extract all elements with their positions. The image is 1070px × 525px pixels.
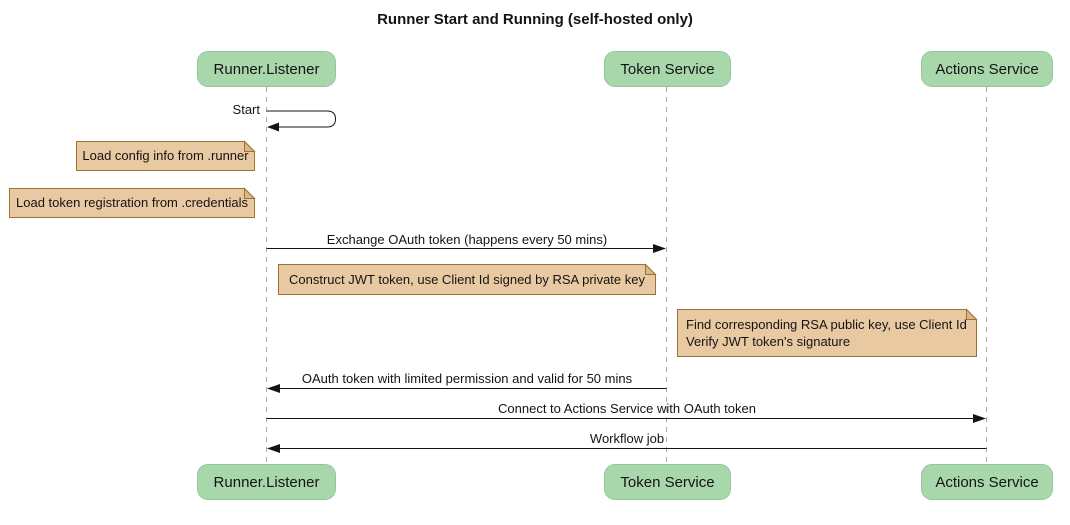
message-arrow-exchange-oauth <box>266 244 666 253</box>
participant-actions-service-bottom: Actions Service <box>921 464 1053 500</box>
note-construct-jwt: Construct JWT token, use Client Id signe… <box>289 272 645 287</box>
message-label-exchange-oauth: Exchange OAuth token (happens every 50 m… <box>326 232 608 247</box>
note-construct-jwt-shape <box>278 263 657 295</box>
participant-token-service-bottom: Token Service <box>604 464 731 500</box>
participant-actions-service-top: Actions Service <box>921 51 1053 87</box>
message-label-start: Start <box>232 102 260 117</box>
message-arrow-start-self <box>266 110 337 132</box>
note-verify-jwt-line-1: Find corresponding RSA public key, use C… <box>686 317 967 332</box>
participant-runner-listener-bottom: Runner.Listener <box>197 464 336 500</box>
message-arrow-oauth-token-return <box>267 384 667 393</box>
message-label-oauth-token-return: OAuth token with limited permission and … <box>301 371 633 386</box>
note-load-config: Load config info from .runner <box>82 148 249 163</box>
note-load-token-registration: Load token registration from .credential… <box>16 195 248 210</box>
note-verify-jwt: Find corresponding RSA public key, use C… <box>677 309 977 357</box>
message-arrow-workflow-job <box>267 444 987 453</box>
message-label-connect-actions: Connect to Actions Service with OAuth to… <box>498 401 756 416</box>
participant-runner-listener-top: Runner.Listener <box>197 51 336 87</box>
note-verify-jwt-shape <box>677 308 978 357</box>
note-load-token-registration-shape <box>9 187 256 218</box>
message-arrow-connect-actions <box>266 414 986 423</box>
participant-token-service-top: Token Service <box>604 51 731 87</box>
diagram-title: Runner Start and Running (self-hosted on… <box>377 11 693 28</box>
note-load-config-shape <box>76 140 256 171</box>
message-label-workflow-job: Workflow job <box>589 431 665 446</box>
note-verify-jwt-line-2: Verify JWT token's signature <box>686 334 851 349</box>
